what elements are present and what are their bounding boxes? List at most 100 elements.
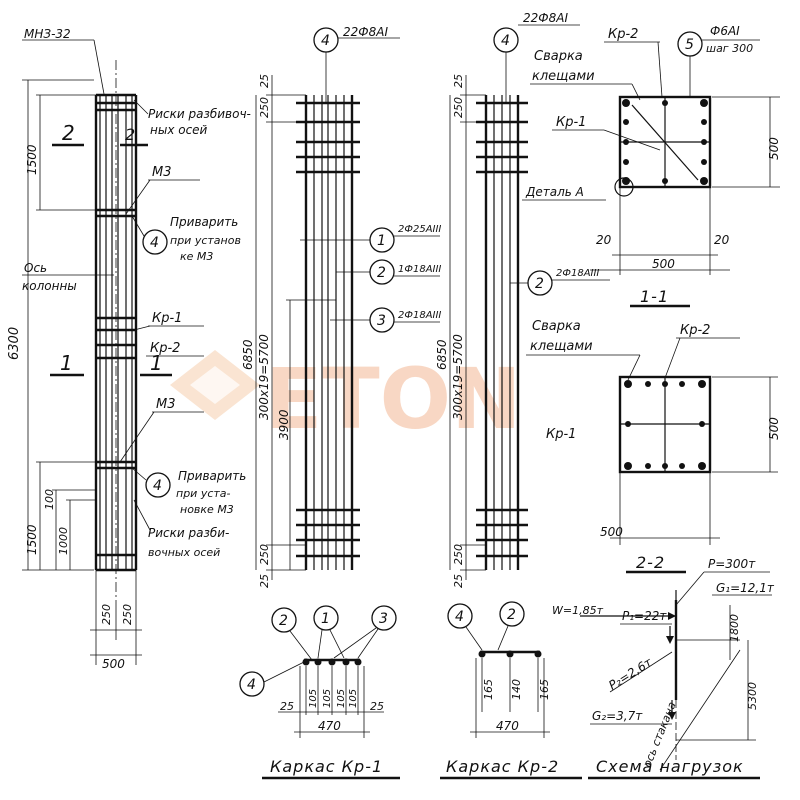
- xs2-num-4: 4: [455, 609, 464, 625]
- load-g2: G₂=3,7т: [592, 709, 643, 723]
- xs1-dim-470: 470: [318, 719, 341, 733]
- kr2-top-label: 22Ф8АI: [523, 11, 568, 25]
- weld-top-2: при установ: [170, 234, 241, 247]
- cage-kr2-section: 4 2 165 140 165 470 Каркас Кр-2: [440, 601, 582, 780]
- xs2-title: Каркас Кр-2: [446, 757, 559, 776]
- xs1-num-4: 4: [247, 677, 256, 693]
- xs2-dim-470: 470: [496, 719, 519, 733]
- load-p2: P₂=2,6т: [606, 655, 655, 693]
- cage-kr1-elevation: 4 22Ф8АI 25 250 300x19=5700 250 25 6850 …: [241, 25, 441, 588]
- xs1-num-1: 1: [321, 611, 330, 627]
- col-num-4-bottom: 4: [153, 478, 162, 494]
- kr2-num-2: 2: [535, 276, 544, 292]
- s22-dim-500-v: 500: [767, 417, 781, 440]
- dim-6300: 6300: [7, 327, 22, 360]
- kr2-dim-25-bottom: 25: [452, 574, 465, 588]
- weld-bot-3: новке М3: [180, 503, 234, 516]
- load-p: P=300т: [708, 557, 756, 571]
- weld-bot-1: Приварить: [178, 469, 246, 483]
- kr1-bar2: 1Ф18АIII: [398, 264, 441, 275]
- m3-bottom: М3: [156, 397, 176, 412]
- kr1-dim-3900: 3900: [277, 409, 291, 440]
- axis-label-2: колонны: [22, 279, 77, 293]
- dim-1500-bottom: 1500: [25, 524, 39, 555]
- s11-num-5: 5: [685, 37, 694, 53]
- kr2-dim-pitch: 300x19=5700: [451, 334, 465, 420]
- kr2-dim-6850: 6850: [435, 339, 449, 370]
- s22-kr1: Кр-1: [546, 427, 576, 442]
- s22-kr2: Кр-2: [680, 323, 710, 338]
- s11-dim-20-a: 20: [596, 233, 612, 247]
- kr1-num-3: 3: [377, 313, 386, 329]
- weld-top-3: ке М3: [180, 250, 213, 263]
- s11-kr1: Кр-1: [556, 115, 586, 130]
- s11-title: 1-1: [640, 287, 669, 306]
- xs2-num-2: 2: [507, 607, 516, 623]
- xs1-num-2: 2: [279, 613, 288, 629]
- s11-stirrup-1: Ф6АI: [710, 24, 740, 38]
- xs2-dim-165-b: 165: [538, 679, 551, 700]
- section-mark-1-left: 1: [60, 351, 73, 375]
- s11-weld-2: клещами: [532, 69, 595, 84]
- kr2-label: Кр-2: [150, 341, 180, 356]
- load-p1: P₁=22т: [622, 609, 667, 623]
- dim-1000: 1000: [57, 527, 70, 555]
- kr1-num-4: 4: [321, 33, 330, 49]
- section-2-2: Сварка клещами Кр-2 Кр-1 500 500 2-2: [526, 319, 781, 574]
- xs2-dim-140: 140: [510, 679, 523, 700]
- risk-top-1: Риски разбивоч-: [148, 107, 251, 121]
- load-g1: G₁=12,1т: [716, 581, 775, 595]
- kr2-dim-250-bottom: 250: [452, 544, 465, 565]
- kr2-dim-25-top: 25: [452, 74, 465, 88]
- kr1-label: Кр-1: [152, 311, 182, 326]
- kr2-dim-250-top: 250: [452, 97, 465, 118]
- s22-weld-1: Сварка: [532, 319, 581, 334]
- section-mark-1-right: 1: [150, 351, 163, 375]
- cage-kr1-section: 2 1 3 4 25 105 105 105 105 25 470 Каркас…: [239, 605, 400, 780]
- section-1-1: Сварка клещами Кр-2 5 Ф6АI шаг 300 Кр-1 …: [522, 24, 781, 308]
- xs1-dim-25-b: 25: [370, 700, 384, 713]
- risk-bot-2: вочных осей: [148, 546, 220, 559]
- kr1-bar1: 2Ф25АIII: [398, 224, 441, 235]
- weld-bot-2: при уста-: [176, 487, 231, 500]
- xs1-dim-105-a: 105: [308, 689, 319, 708]
- section-mark-2: 2: [62, 121, 75, 145]
- dim-100: 100: [43, 489, 56, 510]
- risk-bot-1: Риски разби-: [148, 526, 229, 540]
- xs1-title: Каркас Кр-1: [270, 757, 383, 776]
- load-dim-5300: 5300: [746, 682, 759, 710]
- s11-kr2: Кр-2: [608, 27, 638, 42]
- column-elevation: МНЗ-32 6300 1500 1500 100 1000 250 250 5…: [7, 27, 251, 671]
- s22-weld-2: клещами: [530, 339, 593, 354]
- xs1-dim-105-c: 105: [336, 689, 347, 708]
- column-mark: МНЗ-32: [24, 27, 71, 41]
- xs1-dim-105-b: 105: [322, 689, 333, 708]
- kr1-bar3: 2Ф18АIII: [398, 310, 441, 321]
- dim-1500-top: 1500: [25, 144, 39, 175]
- kr1-top-label: 22Ф8АI: [343, 25, 388, 39]
- watermark: ETON: [170, 350, 521, 448]
- kr1-dim-250-bottom: 250: [258, 544, 271, 565]
- kr1-num-2: 2: [377, 265, 386, 281]
- s22-dim-500-h: 500: [600, 525, 623, 539]
- load-w: W=1,85т: [552, 604, 604, 617]
- s11-weld-1: Сварка: [534, 49, 583, 64]
- xs1-num-3: 3: [379, 611, 388, 627]
- load-scheme: P=300т G₁=12,1т W=1,85т P₁=22т 1800 P₂=2…: [552, 557, 775, 780]
- load-title: Схема нагрузок: [596, 757, 744, 776]
- kr1-dim-250-top: 250: [258, 97, 271, 118]
- kr1-dim-6850: 6850: [241, 339, 255, 370]
- m3-top: М3: [152, 165, 172, 180]
- dim-500: 500: [102, 657, 125, 671]
- kr1-num-1: 1: [377, 233, 386, 249]
- kr1-dim-25-bottom: 25: [258, 574, 271, 588]
- cage-kr2-elevation: 4 22Ф8АI 25 250 300x19=5700 250 25 6850 …: [435, 11, 610, 588]
- s11-dim-500-h: 500: [652, 257, 675, 271]
- s11-detail: Деталь А: [525, 185, 584, 199]
- kr1-dim-25-top: 25: [258, 74, 271, 88]
- xs1-dim-25-a: 25: [280, 700, 294, 713]
- dim-250-a: 250: [100, 604, 113, 625]
- s11-dim-500-v: 500: [767, 137, 781, 160]
- s11-dim-20-b: 20: [714, 233, 730, 247]
